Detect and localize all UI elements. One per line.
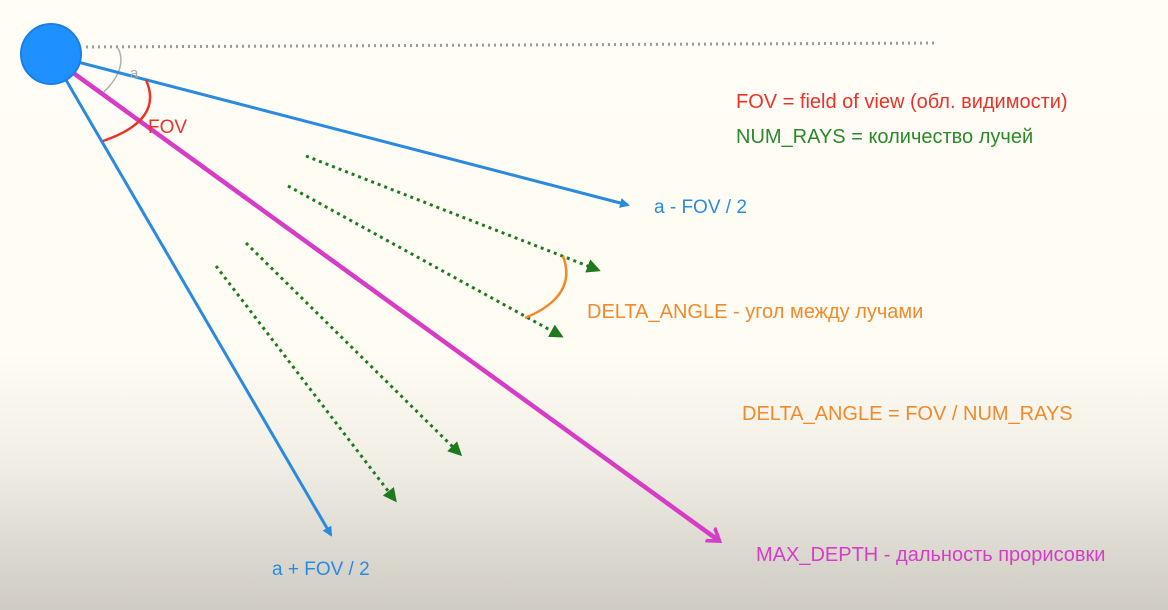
ray-left-edge [69, 58, 630, 208]
ray-right-edge [64, 79, 333, 537]
angle-a-arc [103, 47, 122, 93]
green-ray-2 [287, 184, 564, 338]
delta-angle-formula: DELTA_ANGLE = FOV / NUM_RAYS [742, 403, 1073, 425]
max-depth-ray [70, 70, 718, 540]
reference-direction-line [85, 41, 939, 49]
player-circle [20, 23, 82, 85]
delta-angle-definition: DELTA_ANGLE - угол между лучами [587, 301, 924, 323]
green-ray-4 [214, 265, 397, 503]
max-depth-definition: MAX_DEPTH - дальность прорисовки [756, 544, 1106, 566]
fov-arc [102, 79, 152, 143]
ray-right-label: a + FOV / 2 [272, 559, 370, 580]
ray-left-label: a - FOV / 2 [654, 197, 747, 218]
num-rays-definition: NUM_RAYS = количество лучей [736, 126, 1034, 148]
fov-arc-label: FOV [148, 117, 188, 138]
green-ray-1 [305, 154, 601, 273]
green-ray-3 [244, 241, 463, 457]
angle-a-label: a [130, 65, 139, 82]
fov-definition: FOV = field of view (обл. видимости) [736, 91, 1068, 113]
delta-angle-arc [524, 255, 568, 320]
